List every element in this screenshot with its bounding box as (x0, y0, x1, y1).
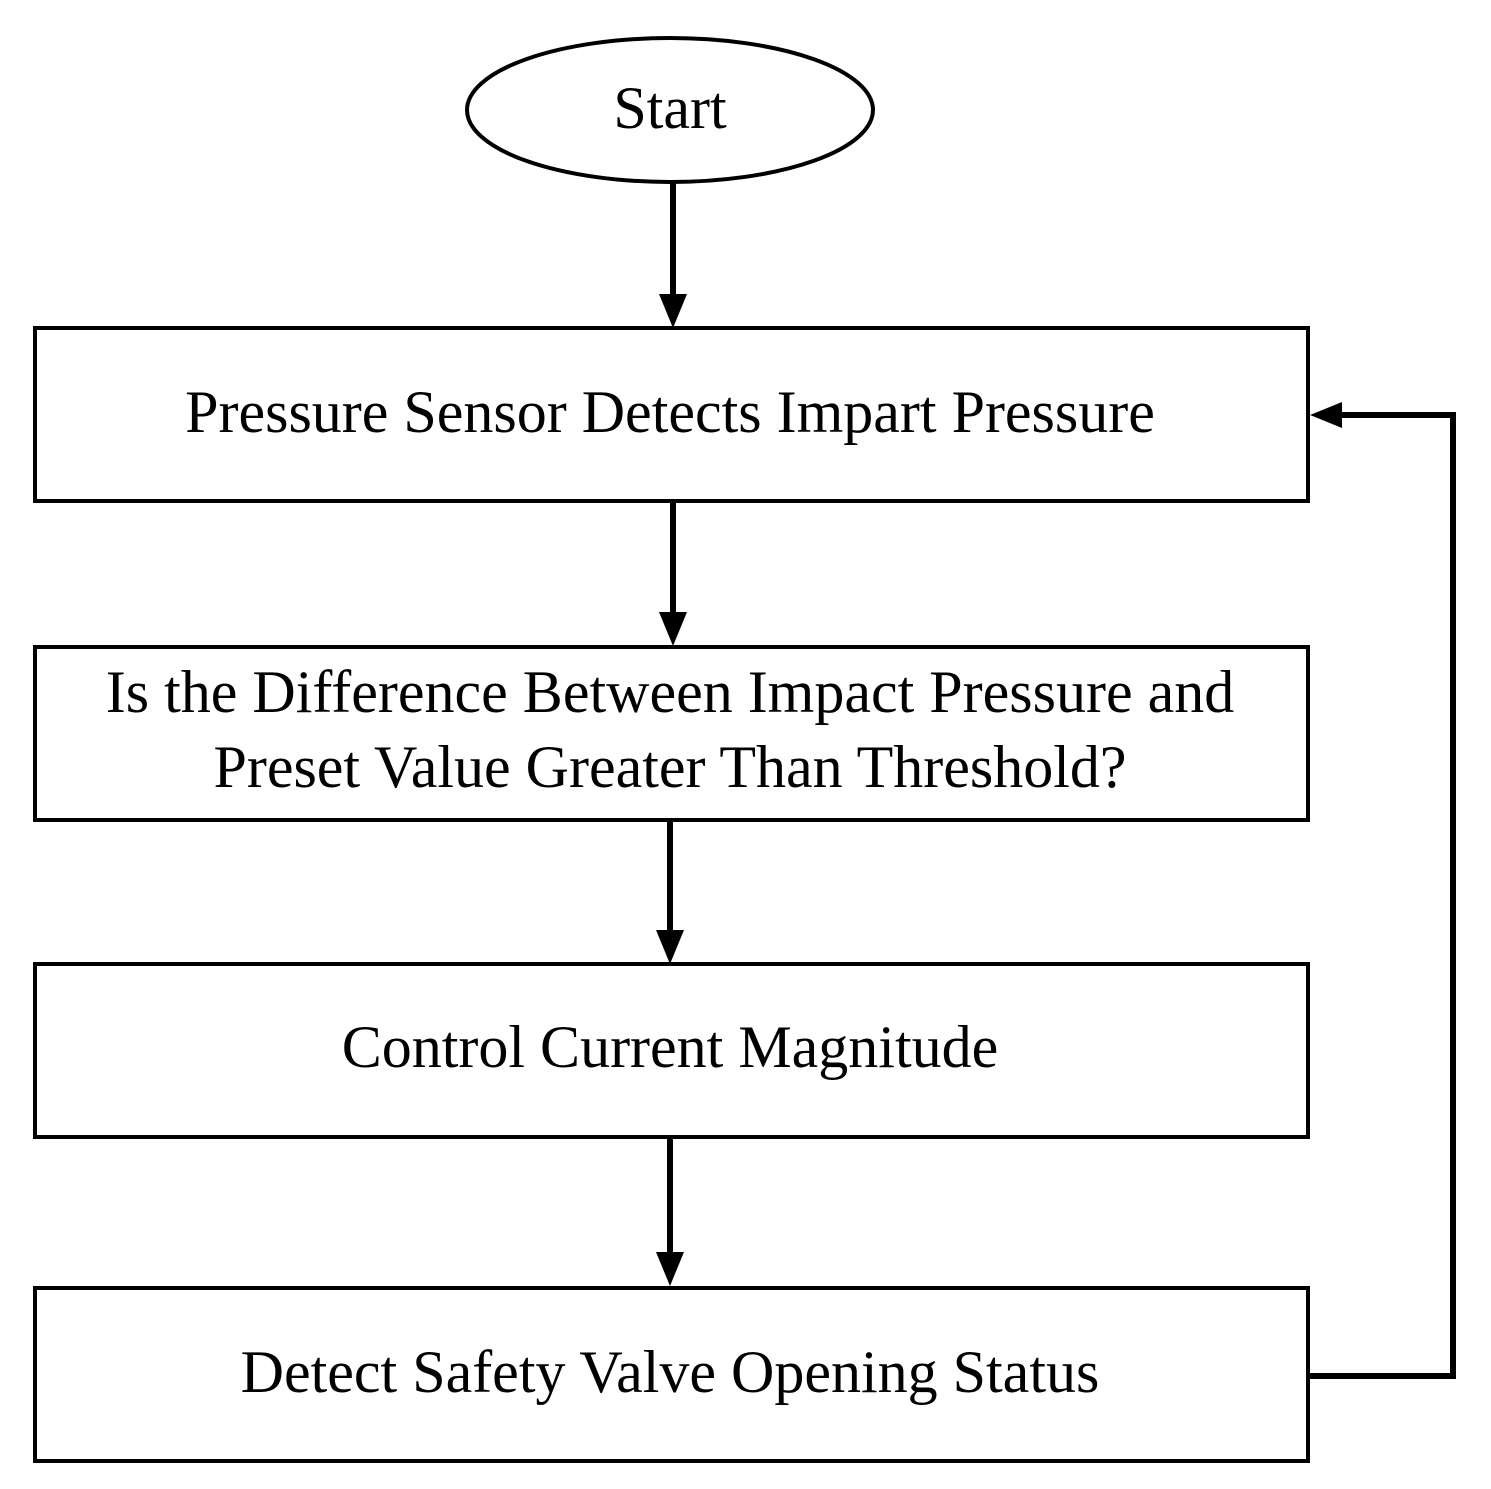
arrow-difference-check-to-control-current (656, 820, 684, 964)
arrowhead (656, 930, 684, 964)
step-detect-valve: Detect Safety Valve Opening Status (33, 1286, 1310, 1463)
start-label: Start (613, 75, 727, 141)
arrowhead (659, 294, 687, 328)
step-detect-valve-box (33, 1286, 1310, 1463)
loop-back-line (1308, 412, 1456, 1379)
arrow-loop-back-to-detect-pressure (1308, 402, 1456, 1379)
step-detect-valve-label: Detect Safety Valve Opening Status (241, 1339, 1100, 1405)
step-detect-pressure: Pressure Sensor Detects Impart Pressure (33, 326, 1310, 503)
step-difference-check-line-2: Preset Value Greater Than Threshold? (213, 734, 1126, 800)
arrowhead (659, 612, 687, 646)
arrow-start-to-detect-pressure (659, 182, 687, 328)
step-detect-pressure-label: Pressure Sensor Detects Impart Pressure (185, 379, 1155, 445)
step-difference-check: Is the Difference Between Impact Pressur… (33, 645, 1310, 822)
start-terminal: Start (465, 36, 875, 184)
step-control-current: Control Current Magnitude (33, 962, 1310, 1139)
arrow-detect-pressure-to-difference-check (659, 501, 687, 646)
arrowhead (1310, 402, 1342, 428)
arrowhead (656, 1252, 684, 1286)
step-detect-pressure-box (33, 326, 1310, 503)
step-difference-check-line-1: Is the Difference Between Impact Pressur… (106, 659, 1234, 725)
step-control-current-label: Control Current Magnitude (342, 1014, 999, 1080)
arrow-control-current-to-detect-valve (656, 1137, 684, 1286)
step-control-current-box (33, 962, 1310, 1139)
